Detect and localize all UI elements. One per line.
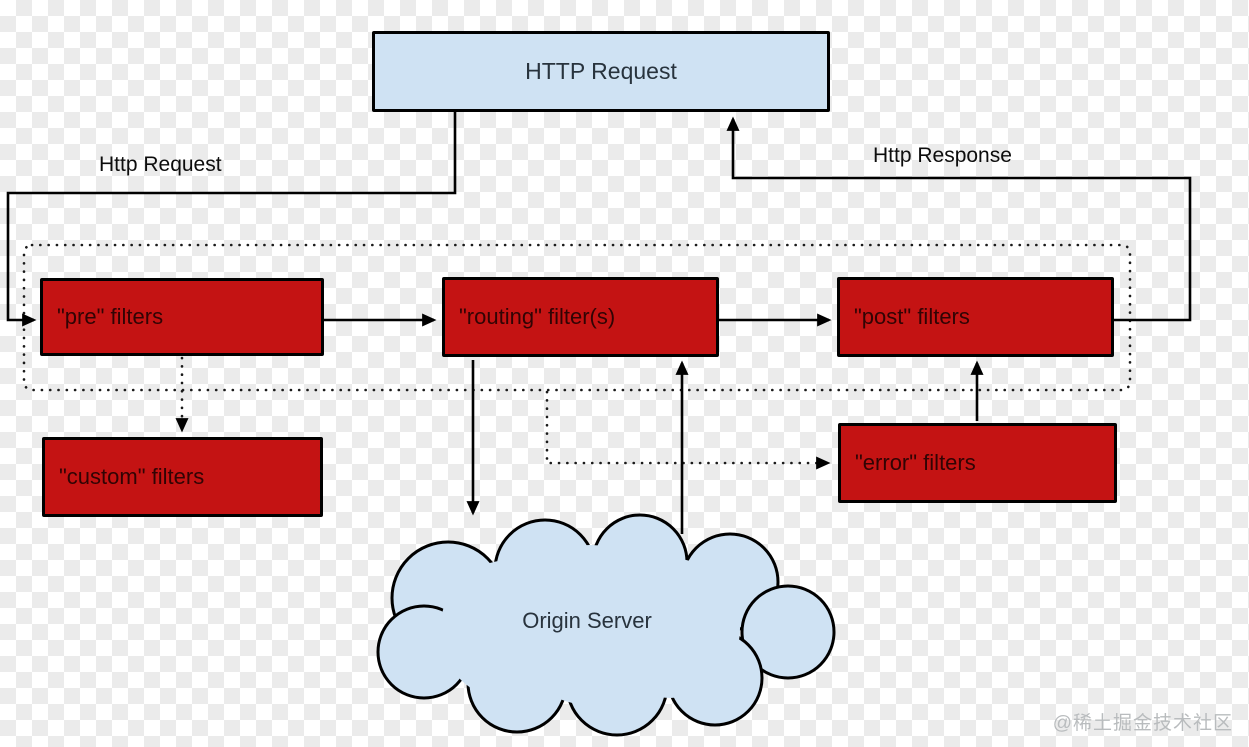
origin-server-cloud — [376, 513, 836, 737]
error-filters-box: "error" filters — [838, 423, 1117, 503]
http-request-box: HTTP Request — [372, 31, 830, 112]
http-response-flow-arrow — [726, 116, 1192, 322]
pre-filters-box: "pre" filters — [40, 278, 324, 356]
custom-filters-box: "custom" filters — [42, 437, 323, 517]
custom-filters-label: "custom" filters — [59, 464, 205, 489]
routing-filters-box: "routing" filter(s) — [442, 277, 719, 357]
http-request-flow-label: Http Request — [99, 153, 222, 176]
post-filters-label: "post" filters — [854, 304, 970, 329]
http-response-flow-label: Http Response — [873, 144, 1012, 167]
chain-to-error-dotted-arrow — [545, 390, 831, 470]
routing-filters-label: "routing" filter(s) — [459, 304, 616, 329]
juejin-watermark: @稀土掘金技术社区 — [1052, 713, 1233, 734]
origin-server-label: Origin Server — [522, 608, 652, 633]
error-filters-label: "error" filters — [855, 450, 976, 475]
http-request-box-label: HTTP Request — [525, 58, 677, 84]
http-request-flow-arrow — [6, 112, 457, 327]
post-filters-box: "post" filters — [837, 277, 1114, 357]
pre-filters-label: "pre" filters — [57, 304, 164, 329]
